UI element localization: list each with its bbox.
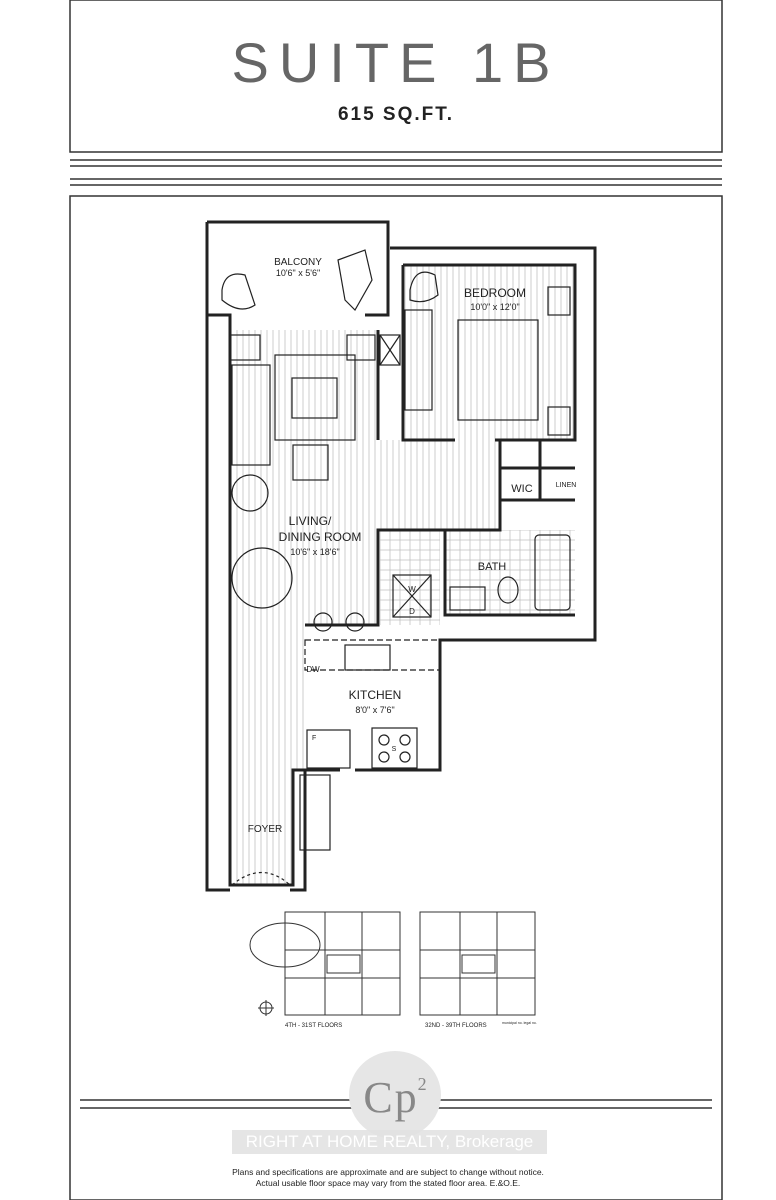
page-frame [69, 0, 723, 1200]
suite-area: 615 SQ.FT. [337, 104, 455, 125]
key-plan-legend: municipal no. legal no. [502, 1021, 537, 1025]
living-size: 10'6" x 18'6" [290, 547, 339, 557]
balcony-label: BALCONY [274, 257, 322, 268]
stove-label: S [392, 746, 397, 753]
key-plan-right-caption: 32ND - 39TH FLOORS [425, 1023, 487, 1029]
cp2-logo-text: Cp2 [363, 1073, 426, 1122]
living-label-2: DINING ROOM [279, 530, 362, 544]
key-plans [249, 911, 536, 1016]
bath-label: BATH [478, 561, 507, 573]
brokerage-watermark: RIGHT AT HOME REALTY, Brokerage [232, 1130, 547, 1154]
bedroom-label: BEDROOM [464, 286, 526, 300]
furniture [221, 249, 571, 886]
cp2-logo: Cp2 [349, 1051, 441, 1139]
fridge-label: F [312, 735, 316, 742]
disclaimer-line-1: Plans and specifications are approximate… [232, 1167, 544, 1177]
dryer-label: D [409, 607, 415, 616]
disclaimer-line-2: Actual usable floor space may vary from … [255, 1178, 521, 1188]
dishwasher-label: DW [306, 665, 320, 674]
walls [205, 220, 597, 892]
room-labels: BALCONY 10'6" x 5'6" BEDROOM 10'0" x 12'… [248, 257, 577, 835]
balcony-size: 10'6" x 5'6" [276, 268, 320, 278]
key-plan-left-caption: 4TH - 31ST FLOORS [285, 1023, 342, 1029]
foyer-label: FOYER [248, 824, 282, 835]
floor-area [230, 265, 575, 885]
wic-label: WIC [511, 483, 532, 495]
suite-title: SUITE 1B [231, 31, 561, 94]
living-label-1: LIVING/ [289, 514, 332, 528]
bedroom-size: 10'0" x 12'0" [470, 302, 519, 312]
kitchen-label: KITCHEN [349, 688, 402, 702]
linen-label: LINEN [556, 482, 577, 489]
kitchen-size: 8'0" x 7'6" [355, 705, 394, 715]
washer-label: W [408, 585, 416, 594]
disclaimer: Plans and specifications are approximate… [150, 1167, 626, 1189]
